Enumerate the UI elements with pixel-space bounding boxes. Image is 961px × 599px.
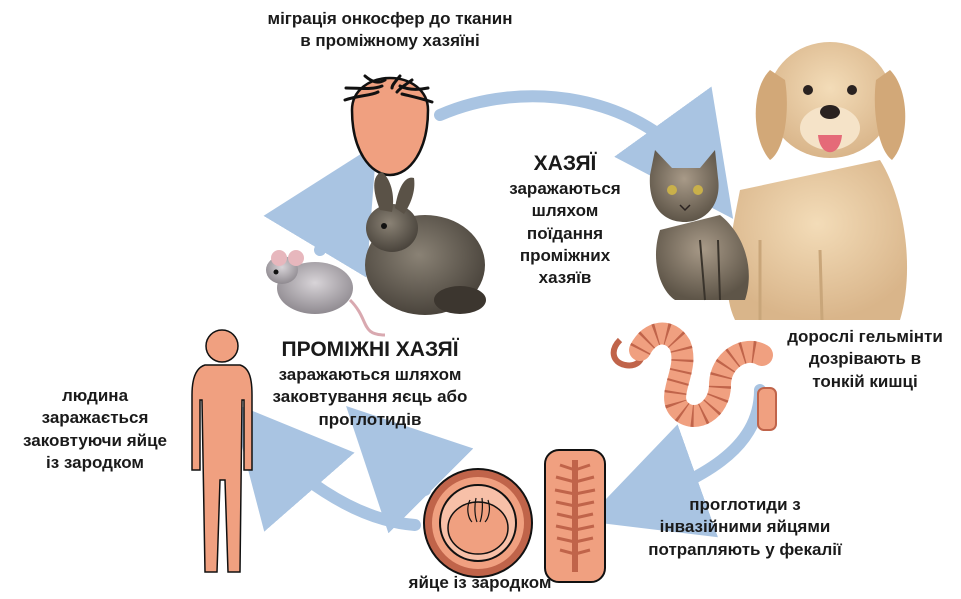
migration-label: міграція онкосфер до тканин в проміжному… bbox=[235, 8, 545, 53]
egg-icon bbox=[424, 469, 532, 577]
human-label: людина заражається заковтуючи яйце із за… bbox=[20, 385, 170, 475]
proglottid-icon bbox=[545, 450, 605, 582]
human-silhouette-icon bbox=[192, 330, 252, 572]
intermediate-hosts-label: ПРОМІЖНІ ХАЗЯЇ заражаються шляхом заковт… bbox=[255, 336, 485, 431]
adults-label: дорослі гельмінти дозрівають в тонкій ки… bbox=[775, 326, 955, 393]
egg-label: яйце із зародком bbox=[395, 572, 565, 594]
hosts-title: ХАЗЯЇ bbox=[505, 150, 625, 178]
rabbit-icon bbox=[365, 172, 486, 315]
hosts-label: ХАЗЯЇ заражаються шляхом поїдання проміж… bbox=[505, 150, 625, 290]
oncosphere-icon bbox=[345, 76, 432, 175]
proglottids-label: проглотиди з інвазійними яйцями потрапля… bbox=[645, 494, 845, 561]
intermediate-hosts-title: ПРОМІЖНІ ХАЗЯЇ bbox=[255, 336, 485, 364]
arrow-egg-to-intermediate bbox=[380, 440, 425, 490]
arrow-intermediate-to-oncosphere bbox=[320, 185, 352, 250]
dog-icon bbox=[727, 42, 907, 320]
